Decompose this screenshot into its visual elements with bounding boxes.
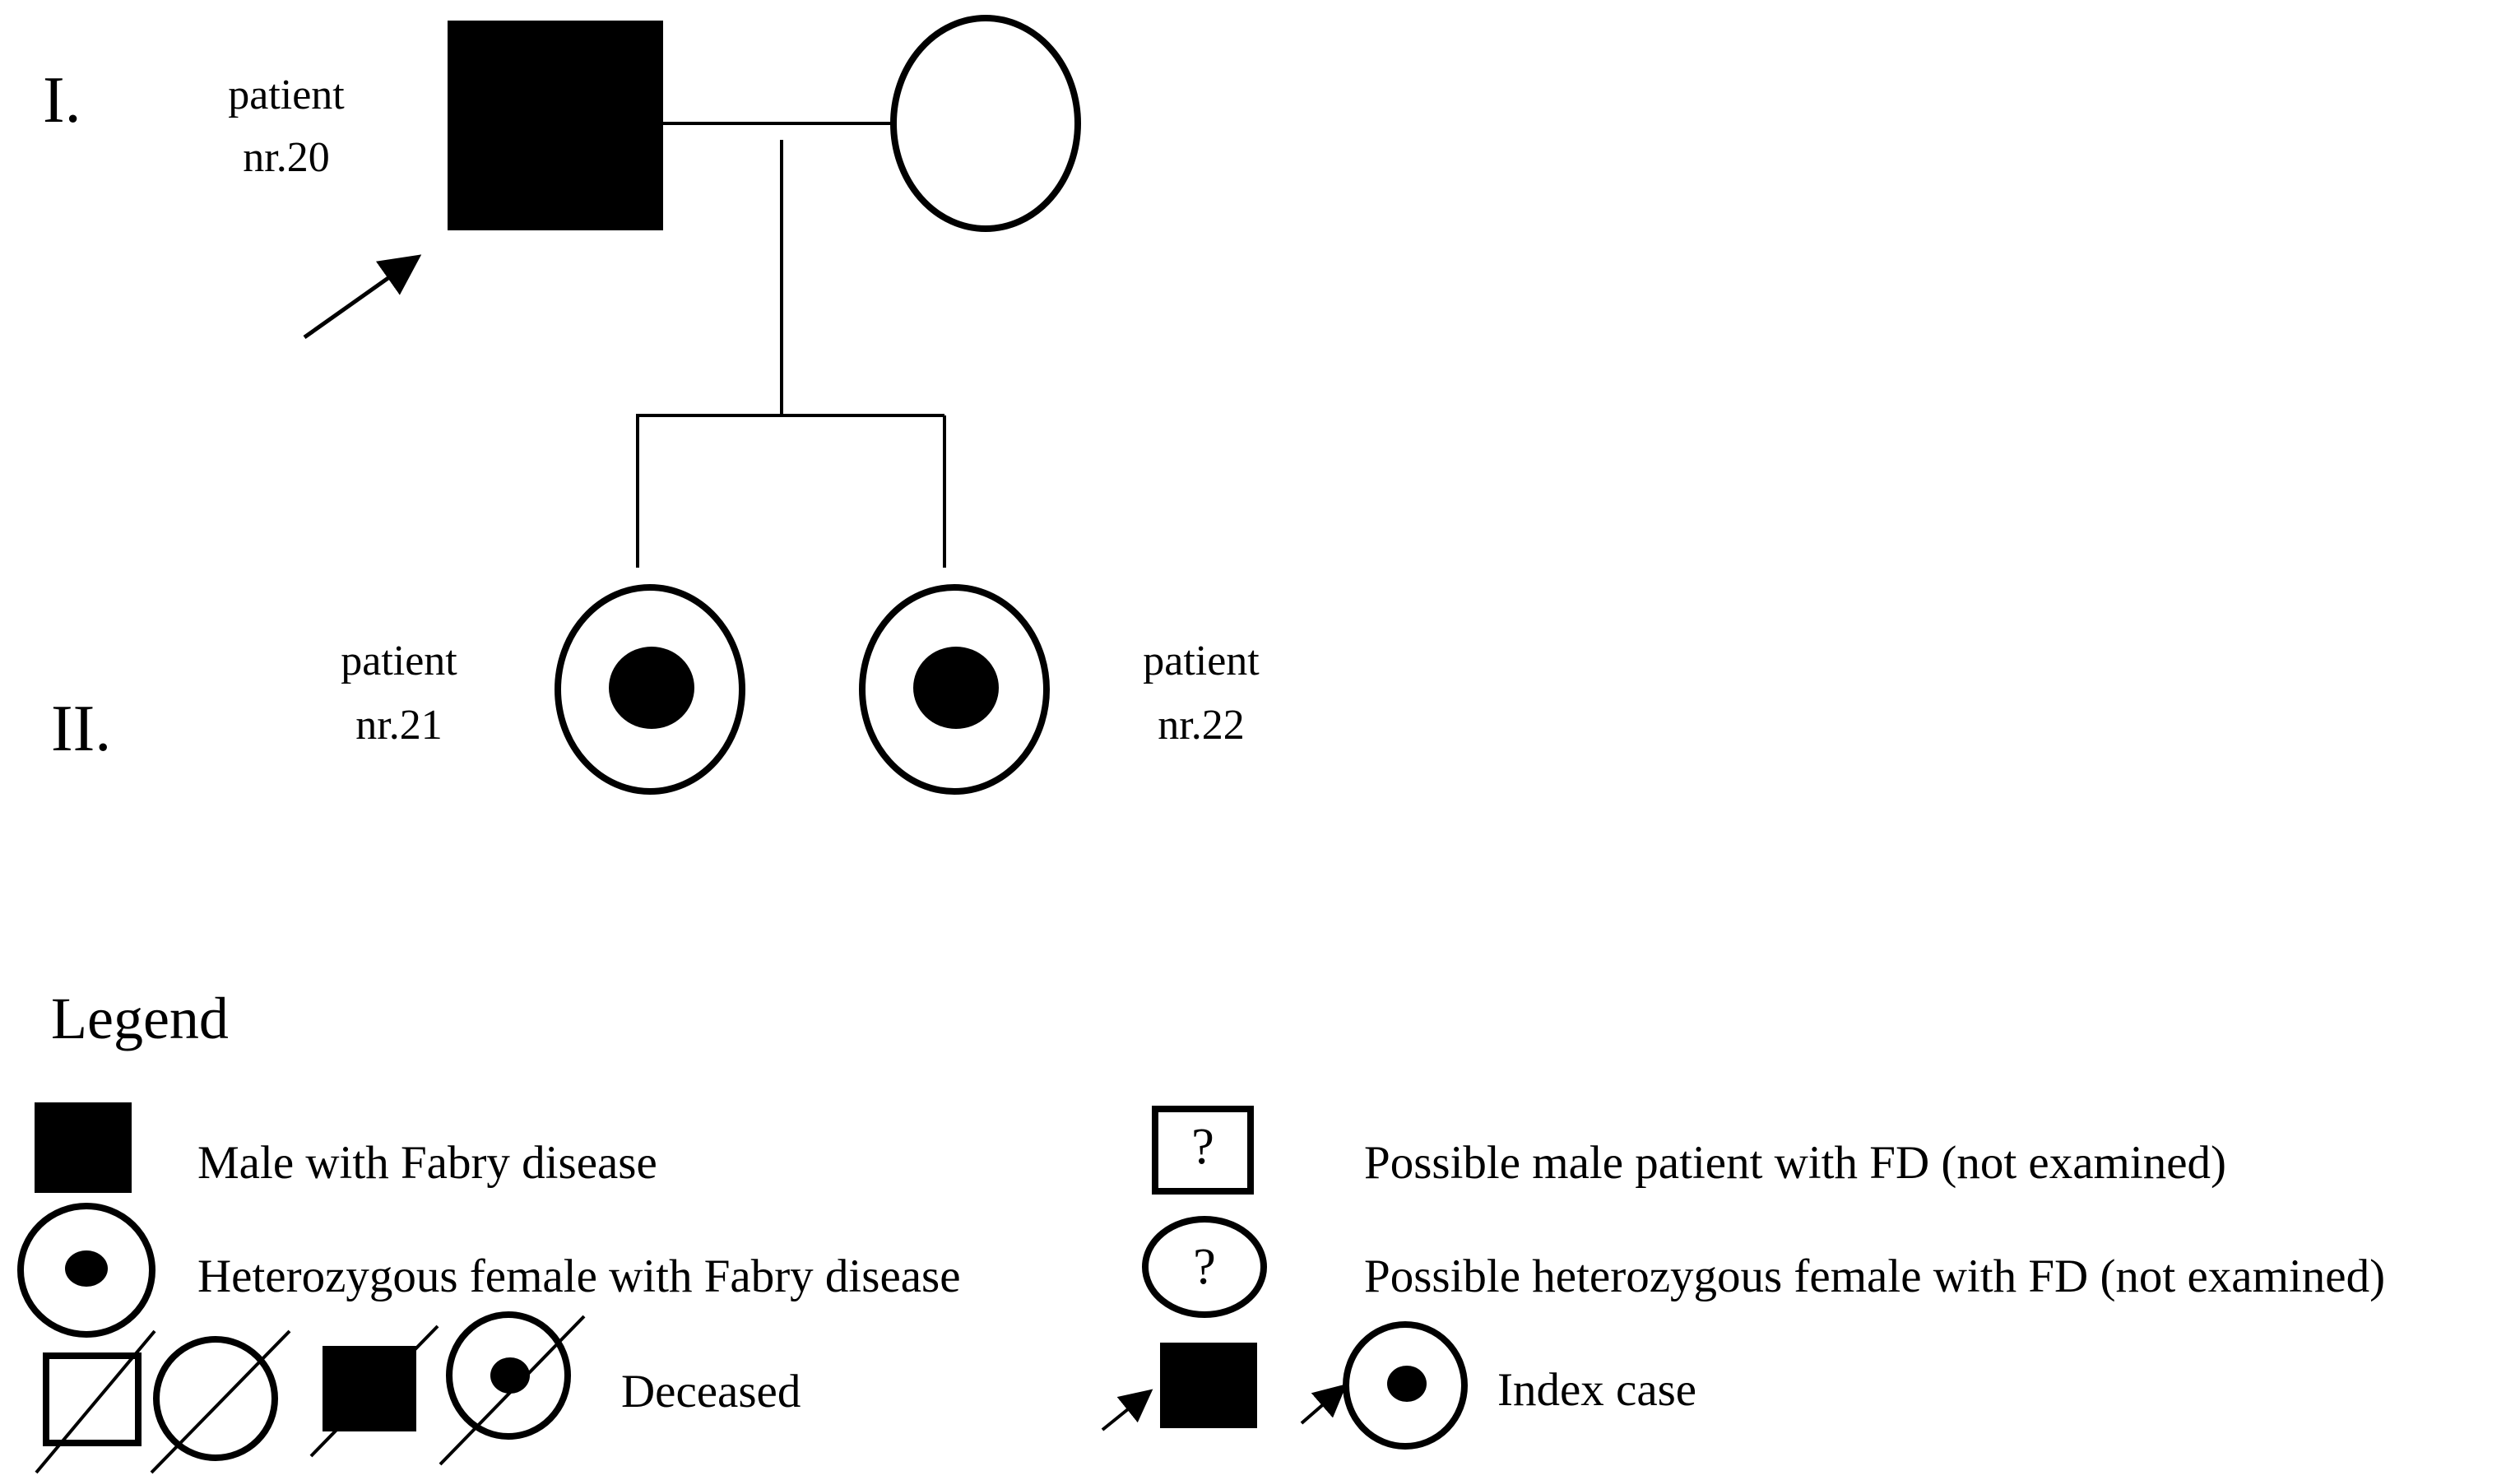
legend-index-arrow-icon [1101,1389,1153,1431]
generation-label-I: I. [43,64,81,137]
deceased-male-icon [43,1352,142,1446]
deceased-carrier-dot-icon [490,1357,530,1394]
carrier-dot [609,647,694,729]
legend-hetero-female-label: Heterozygous female with Fabry disease [197,1250,961,1302]
carrier-dot [913,647,999,729]
legend-heterozygous-female-icon [17,1203,155,1338]
legend-possible-female-question-mark: ? [1193,1239,1216,1295]
legend-possible-female-icon [1142,1216,1267,1318]
patient-label-line2: nr.21 [355,702,442,749]
legend-possible-male-question-mark: ? [1191,1119,1214,1175]
deceased-strike-icon [439,1315,586,1466]
affected-male-symbol [448,21,663,230]
deceased-affected-male-icon [323,1346,416,1431]
patient-label-line2: nr.20 [243,134,329,181]
legend-index-case-label: Index case [1497,1364,1696,1416]
legend: Legend Male with Fabry disease Heterozyg… [17,986,2385,1474]
deceased-strike-icon [35,1329,156,1474]
index-case-arrow-icon [303,254,422,340]
generation-label-II: II. [51,693,111,765]
individual-II-1: patient nr.21 [341,584,745,795]
legend-affected-male-icon [35,1102,132,1193]
deceased-heterozygous-female-icon [446,1311,571,1440]
unaffected-female-symbol [890,15,1081,232]
legend-deceased-label: Deceased [621,1366,801,1417]
individual-I-1: patient nr.20 [228,21,663,340]
deceased-strike-icon [150,1329,291,1474]
legend-carrier-dot-icon [65,1250,108,1287]
legend-male-fd-label: Male with Fabry disease [197,1137,657,1189]
legend-index-arrow-icon [1300,1384,1348,1425]
heterozygous-female-symbol [859,584,1050,795]
legend-possible-male-icon [1152,1106,1254,1195]
individual-I-2 [890,15,1081,232]
heterozygous-female-symbol [555,584,745,795]
legend-index-male-icon [1160,1343,1257,1428]
legend-deceased-symbols [35,1311,586,1474]
patient-label-line2: nr.22 [1158,702,1244,749]
individual-II-2: patient nr.22 [859,584,1260,795]
relationship-lines [636,122,946,568]
patient-label-line1: patient [341,638,457,684]
legend-index-female-icon [1343,1321,1468,1450]
legend-possible-male-label: Possible male patient with FD (not exami… [1364,1137,2226,1189]
deceased-female-icon [153,1336,278,1461]
deceased-strike-icon [309,1325,439,1458]
legend-index-carrier-dot-icon [1387,1366,1427,1402]
legend-title: Legend [51,986,229,1051]
patient-label-line1: patient [228,72,345,118]
patient-label-line1: patient [1143,638,1260,684]
legend-possible-female-label: Possible heterozygous female with FD (no… [1364,1250,2385,1302]
